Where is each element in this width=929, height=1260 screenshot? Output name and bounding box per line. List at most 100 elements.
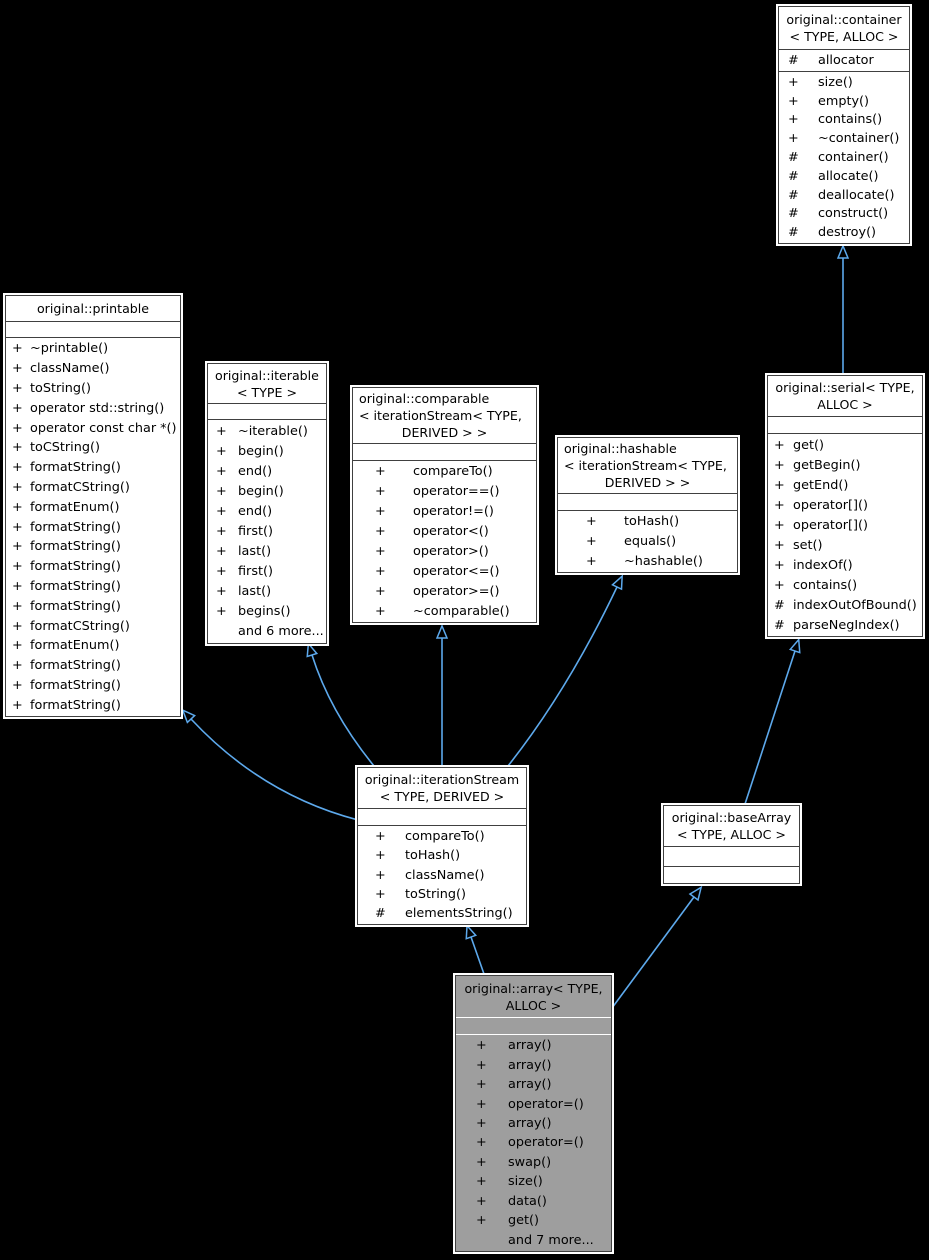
- member-visibility-symbol: +: [216, 524, 227, 540]
- method-row: +array(): [456, 1075, 611, 1094]
- class-title: original::serial< TYPE,ALLOC >: [768, 376, 922, 416]
- class-node-container[interactable]: original::container< TYPE, ALLOC > #allo…: [778, 6, 910, 244]
- method-row: +operator std::string(): [6, 398, 180, 418]
- member-name: formatEnum(): [30, 638, 120, 654]
- method-row: +begin(): [208, 441, 326, 461]
- member-name: formatString(): [30, 658, 121, 674]
- member-name: formatString(): [30, 677, 121, 693]
- member-name: parseNegIndex(): [793, 617, 900, 633]
- member-name: formatString(): [30, 598, 121, 614]
- member-name: destroy(): [818, 225, 877, 241]
- class-node-serial[interactable]: original::serial< TYPE,ALLOC > +get()+ge…: [767, 375, 923, 637]
- member-name: set(): [793, 537, 823, 553]
- member-visibility-symbol: +: [375, 464, 386, 480]
- method-row: +array(): [456, 1055, 611, 1074]
- class-title-line: ALLOC >: [505, 997, 562, 1013]
- member-name: size(): [818, 74, 853, 90]
- member-name: ~container(): [818, 131, 900, 147]
- class-node-hashable[interactable]: original::hashable< iterationStream< TYP…: [557, 437, 738, 573]
- class-title-line: original::hashable: [564, 441, 677, 456]
- member-name: ~comparable(): [413, 603, 510, 619]
- method-row: +operator=(): [456, 1133, 611, 1152]
- class-title: original::printable: [6, 296, 180, 321]
- method-row: +operator<(): [353, 522, 536, 542]
- method-row: #destroy(): [779, 223, 909, 242]
- member-visibility-symbol: +: [774, 517, 785, 533]
- inheritance-edge-iterationStream-to-iterable: [306, 641, 375, 767]
- method-row: +compareTo(): [353, 462, 536, 482]
- method-row: +~hashable(): [558, 551, 737, 571]
- member-name: formatString(): [30, 697, 121, 713]
- method-row: +first(): [208, 562, 326, 582]
- member-visibility-symbol: +: [476, 1174, 487, 1190]
- class-node-iterationStream[interactable]: original::iterationStream< TYPE, DERIVED…: [357, 767, 527, 925]
- member-visibility-symbol: +: [216, 544, 227, 560]
- member-name: begin(): [238, 443, 284, 459]
- member-visibility-symbol: +: [586, 534, 597, 549]
- class-title-line: < iterationStream< TYPE,: [359, 408, 522, 423]
- method-row: +formatString(): [6, 695, 180, 715]
- member-name: contains(): [818, 112, 883, 128]
- member-visibility-symbol: +: [788, 74, 799, 90]
- method-row: +formatCString(): [6, 616, 180, 636]
- class-title-line: < TYPE, ALLOC >: [789, 29, 899, 44]
- member-visibility-symbol: +: [375, 484, 386, 500]
- inheritance-edge-baseArray-to-serial: [744, 637, 801, 805]
- member-name: get(): [793, 437, 824, 453]
- member-name: formatString(): [30, 559, 121, 575]
- member-visibility-symbol: +: [375, 603, 386, 619]
- class-node-array[interactable]: original::array< TYPE,ALLOC > +array()+a…: [455, 975, 612, 1252]
- member-visibility-symbol: #: [774, 597, 785, 613]
- method-row: + first(): [208, 521, 326, 541]
- member-visibility-symbol: +: [788, 93, 799, 109]
- method-row: +toCString(): [6, 438, 180, 458]
- member-visibility-symbol: +: [788, 131, 799, 147]
- member-visibility-symbol: +: [12, 479, 23, 495]
- member-name: begins(): [238, 604, 291, 620]
- class-node-printable[interactable]: original::printable +~printable()+classN…: [5, 295, 181, 717]
- member-visibility-symbol: #: [375, 905, 386, 921]
- class-node-baseArray[interactable]: original::baseArray< TYPE, ALLOC >: [663, 805, 800, 884]
- class-attributes-section: [664, 846, 799, 866]
- member-name: toString(): [30, 380, 92, 396]
- member-name: formatCString(): [30, 618, 130, 634]
- method-row: +operator!=(): [353, 502, 536, 522]
- method-row: +toString(): [6, 379, 180, 399]
- class-attributes-section: [208, 403, 326, 419]
- method-row: +compareTo(): [358, 827, 526, 846]
- method-row: +last(): [208, 542, 326, 562]
- class-title: original::iterable< TYPE >: [208, 364, 326, 403]
- class-attributes-section: [558, 493, 737, 510]
- member-visibility-symbol: +: [12, 361, 23, 377]
- class-title: original::container< TYPE, ALLOC >: [779, 7, 909, 49]
- method-row: +end(): [208, 501, 326, 521]
- member-name: allocate(): [818, 168, 879, 184]
- member-visibility-symbol: +: [12, 519, 23, 535]
- class-title: original::comparable< iterationStream< T…: [353, 388, 536, 443]
- class-methods-section: +array()+array()+array()+operator=()+arr…: [456, 1034, 611, 1251]
- member-name: formatString(): [30, 539, 121, 555]
- member-name: swap(): [508, 1154, 552, 1170]
- method-row: #parseNegIndex(): [768, 615, 922, 635]
- method-row: + ~comparable(): [353, 601, 536, 621]
- method-row: +toHash(): [358, 846, 526, 865]
- member-name: first(): [238, 524, 273, 540]
- method-row: +begin(): [208, 481, 326, 501]
- member-visibility-symbol: +: [774, 497, 785, 513]
- member-visibility-symbol: +: [774, 477, 785, 493]
- member-visibility-symbol: #: [788, 53, 799, 68]
- member-name: empty(): [818, 93, 870, 109]
- class-title-line: original::iterationStream: [364, 772, 520, 787]
- member-name: and 6 more...: [238, 624, 324, 640]
- member-visibility-symbol: +: [375, 563, 386, 579]
- class-node-comparable[interactable]: original::comparable< iterationStream< T…: [352, 387, 537, 623]
- member-visibility-symbol: +: [476, 1116, 487, 1132]
- member-name: deallocate(): [818, 187, 895, 203]
- member-visibility-symbol: +: [12, 341, 23, 357]
- class-node-iterable[interactable]: original::iterable< TYPE > +~iterable()+…: [207, 363, 327, 644]
- member-name: operator std::string(): [30, 400, 165, 416]
- member-name: array(): [508, 1116, 552, 1132]
- member-visibility-symbol: +: [12, 658, 23, 674]
- class-title: original::baseArray< TYPE, ALLOC >: [664, 806, 799, 846]
- member-name: formatString(): [30, 460, 121, 476]
